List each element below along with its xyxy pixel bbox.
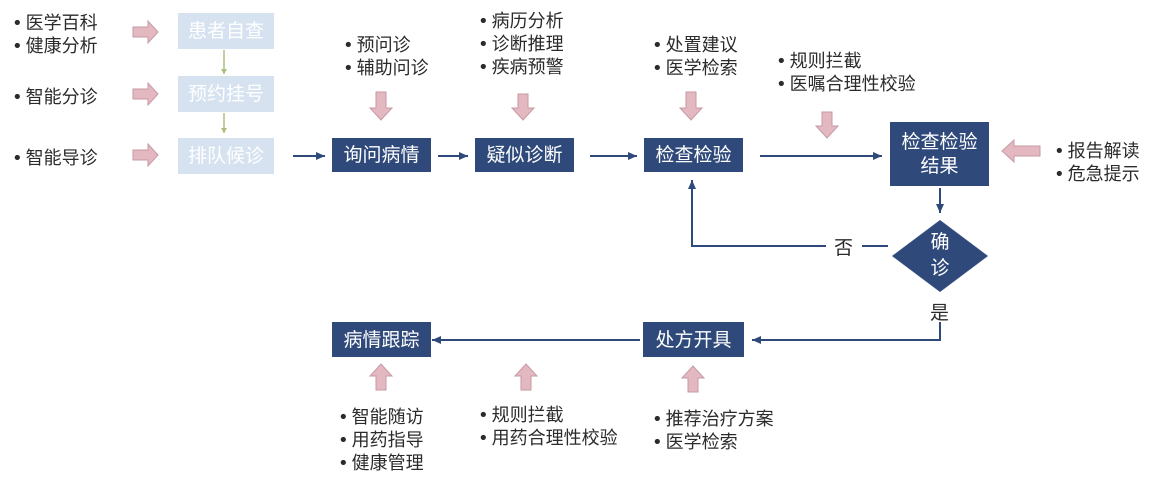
- list-item: 疾病预警: [478, 56, 564, 79]
- no-label: 否: [834, 237, 854, 259]
- feed-arrow-prescribe: [680, 365, 706, 393]
- list-exam-tools: 处置建议 医学检索: [652, 34, 738, 80]
- list-item: 报告解读: [1054, 140, 1140, 163]
- decision-label-2: 诊: [930, 257, 950, 279]
- box-queue: 排队候诊: [178, 138, 274, 174]
- box-prescription: 处方开具: [643, 322, 744, 357]
- feed-arrow-exam: [678, 91, 704, 121]
- feed-arrow-inquiry: [368, 91, 394, 121]
- feed-arrow-suspect: [510, 93, 536, 121]
- result-line-1: 检查检验: [901, 131, 978, 153]
- arrow-yes-to-prescribe: [752, 322, 941, 344]
- feed-arrow-middle: [513, 363, 539, 391]
- list-item: 诊断推理: [478, 33, 564, 56]
- list-report-tools: 报告解读 危急提示: [1054, 140, 1140, 186]
- box-exam-result: 检查检验 结果: [890, 122, 989, 186]
- list-medication-rules: 规则拦截 用药合理性校验: [478, 404, 618, 450]
- arrow-no-loop: [688, 180, 826, 247]
- box-appointment: 预约挂号: [178, 76, 274, 112]
- list-item: 规则拦截: [478, 404, 618, 427]
- list-follow-up-tools: 智能随访 用药指导 健康管理: [338, 406, 424, 475]
- list-result-rules: 规则拦截 医嘱合理性校验: [776, 50, 916, 96]
- box-suspected-diagnosis: 疑似诊断: [475, 138, 574, 172]
- feed-arrow-group2: [132, 81, 159, 107]
- box-inquiry: 询问病情: [332, 138, 431, 172]
- list-item: 健康管理: [338, 452, 424, 475]
- feed-arrow-report: [1001, 138, 1041, 164]
- list-item: 处置建议: [652, 34, 738, 57]
- list-item: 健康分析: [12, 35, 98, 58]
- list-item: 医学百科: [12, 12, 98, 35]
- feed-arrow-result: [814, 111, 840, 139]
- list-diagnosis-tools: 病历分析 诊断推理 疾病预警: [478, 10, 564, 79]
- decision-label-1: 确: [930, 231, 950, 253]
- list-item: 智能导诊: [12, 147, 98, 170]
- decision-diamond: [892, 220, 988, 292]
- list-item: 用药合理性校验: [478, 427, 618, 450]
- list-item: 病历分析: [478, 10, 564, 33]
- box-follow-up: 病情跟踪: [332, 322, 431, 357]
- result-line-2: 结果: [920, 155, 959, 177]
- list-item: 用药指导: [338, 429, 424, 452]
- list-item: 预问诊: [343, 34, 429, 57]
- feed-arrow-group1: [132, 19, 159, 45]
- list-item: 医学检索: [652, 57, 738, 80]
- list-item: 辅助问诊: [343, 57, 429, 80]
- list-triage: 智能分诊: [12, 86, 98, 109]
- list-item: 医嘱合理性校验: [776, 73, 916, 96]
- list-prescription-tools: 推荐治疗方案 医学检索: [652, 408, 774, 454]
- box-self-check: 患者自查: [178, 13, 274, 49]
- list-item: 智能分诊: [12, 86, 98, 109]
- feed-arrow-follow: [368, 363, 394, 391]
- list-item: 规则拦截: [776, 50, 916, 73]
- feed-arrow-group3: [132, 142, 159, 168]
- list-item: 推荐治疗方案: [652, 408, 774, 431]
- list-item: 医学检索: [652, 431, 774, 454]
- list-inquiry-tools: 预问诊 辅助问诊: [343, 34, 429, 80]
- list-item: 智能随访: [338, 406, 424, 429]
- list-item: 危急提示: [1054, 163, 1140, 186]
- list-knowledge: 医学百科 健康分析: [12, 12, 98, 58]
- yes-label: 是: [930, 302, 950, 324]
- list-guide: 智能导诊: [12, 147, 98, 170]
- box-examination: 检查检验: [644, 138, 743, 172]
